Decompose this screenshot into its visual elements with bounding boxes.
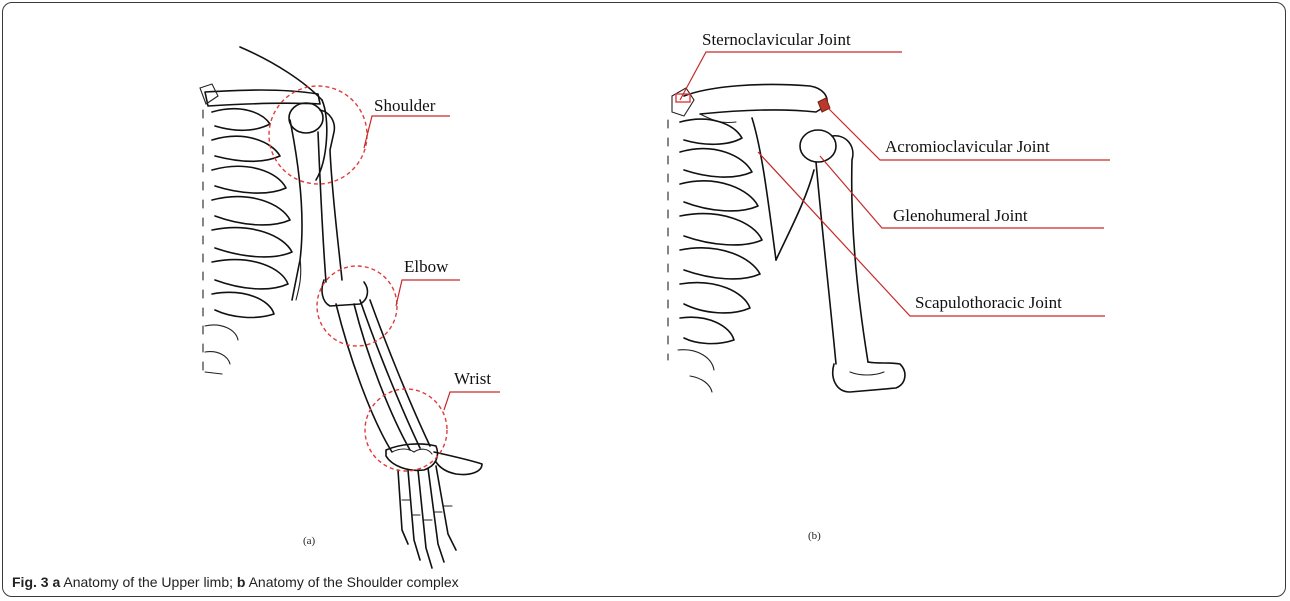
forearm-a (336, 300, 430, 452)
scapulothoracic-label: Scapulothoracic Joint (915, 293, 1062, 312)
subfigure-a-label: (a) (303, 535, 316, 547)
shoulder-complex-illustration: Sternoclavicular Joint Acromioclavicular… (668, 30, 1110, 542)
sternoclavicular-leader-line (680, 52, 902, 100)
sternoclavicular-label: Sternoclavicular Joint (702, 30, 851, 49)
glenohumeral-label: Glenohumeral Joint (893, 206, 1028, 225)
hand-a (386, 444, 482, 568)
humerus-b (800, 130, 905, 392)
caption-figure-number: Fig. 3 (12, 574, 49, 590)
wrist-leader-line (444, 392, 500, 410)
wrist-label: Wrist (454, 369, 491, 388)
upper-limb-illustration: Shoulder Elbow Wrist (a) (200, 47, 500, 568)
caption-part-a-text: Anatomy of the Upper limb; (60, 574, 237, 590)
ribcage-b (678, 119, 762, 392)
elbow-label: Elbow (404, 257, 449, 276)
caption-part-b-text: Anatomy of the Shoulder complex (245, 574, 458, 590)
elbow-leader-line (396, 280, 460, 306)
subfigure-b-label: (b) (808, 530, 821, 542)
figure-caption: Fig. 3 a Anatomy of the Upper limb; b An… (12, 574, 459, 590)
shoulder-label: Shoulder (374, 96, 436, 115)
scapulothoracic-leader-line (758, 152, 1105, 316)
shoulder-leader-line (364, 116, 450, 148)
wrist-joint-marker (365, 389, 447, 471)
ribcage-a (205, 109, 292, 374)
acromioclavicular-label: Acromioclavicular Joint (885, 137, 1050, 156)
